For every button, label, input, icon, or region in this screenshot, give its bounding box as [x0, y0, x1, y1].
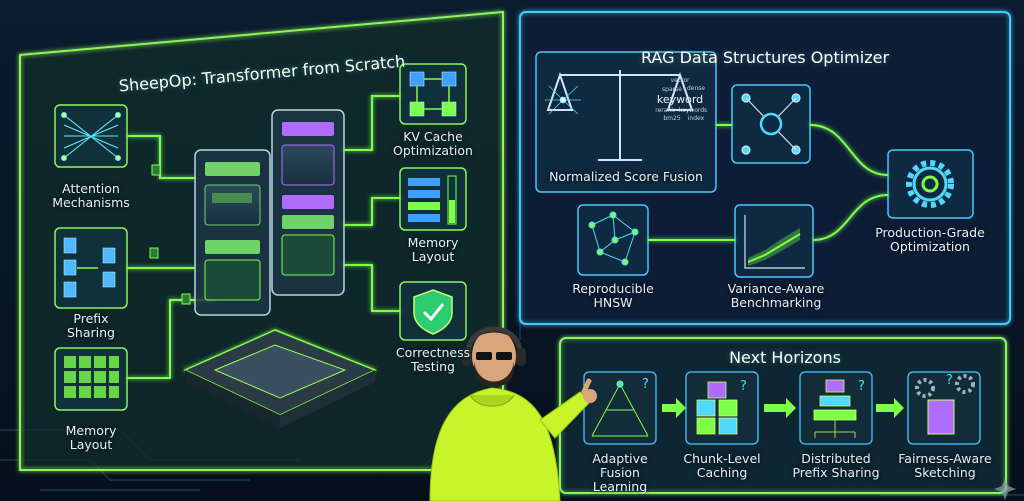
- center-to-right-connectors: [344, 95, 400, 312]
- label-memory-left: Memory Layout: [65, 423, 117, 452]
- question-icon: ?: [858, 379, 865, 394]
- svg-text:keywords: keywords: [679, 107, 707, 114]
- connector-doc-icons: [149, 164, 191, 305]
- right-connectors: [648, 124, 889, 241]
- label-distributed: Distributed Prefix Sharing: [792, 451, 880, 480]
- svg-text:rerank: rerank: [655, 107, 675, 114]
- label-fairness: Fairness-Aware Sketching: [898, 451, 992, 480]
- shield-check-icon: [413, 289, 453, 335]
- attention-box: [54, 104, 128, 168]
- gear-icon: [906, 160, 954, 208]
- gear-icon: [915, 374, 975, 398]
- next-connectors: [662, 398, 904, 418]
- benchmarking-box: [734, 204, 814, 278]
- scale-icon: [546, 70, 694, 161]
- distributed-box: ?: [799, 371, 873, 445]
- label-score-fusion: Normalized Score Fusion: [549, 169, 703, 184]
- radial-embedding: [545, 85, 581, 115]
- question-icon: ?: [642, 377, 649, 392]
- memory-right-box: [399, 167, 467, 231]
- memory-bars-icon: [408, 175, 457, 225]
- label-attention: Attention Mechanisms: [52, 181, 130, 210]
- label-benchmarking: Variance-Aware Benchmarking: [727, 281, 825, 310]
- sparkle-icon: [994, 478, 1016, 500]
- gear-inner: [912, 166, 948, 202]
- label-correctness: Correctness Testing: [395, 345, 471, 374]
- svg-text:vector: vector: [670, 77, 690, 84]
- kv-cubes-icon: [409, 71, 457, 117]
- svg-text:bm25: bm25: [663, 115, 680, 122]
- document-stack-icon: [63, 237, 116, 298]
- question-icon: ?: [740, 379, 747, 394]
- chunk-box: ?: [685, 371, 759, 445]
- score-fusion-box: vector dense sparse keyword rerank keywo…: [535, 51, 717, 193]
- graph-icon: [588, 211, 639, 266]
- label-chunk: Chunk-Level Caching: [683, 451, 761, 480]
- label-kv-cache: KV Cache Optimization: [393, 129, 473, 158]
- light-beams: [214, 60, 331, 360]
- production-box: [887, 149, 974, 219]
- label-memory-right: Memory Layout: [407, 235, 459, 264]
- presenter-figure: [429, 326, 597, 501]
- grid-icon: [64, 356, 119, 398]
- search-node-box: [731, 84, 811, 164]
- document-stack-icon: [813, 379, 857, 438]
- gear-hub: [921, 175, 939, 193]
- svg-text:sparse: sparse: [662, 86, 682, 93]
- fairness-box: ?: [907, 371, 981, 445]
- prefix-box: [54, 227, 128, 309]
- next-panel-title: Next Horizons: [729, 348, 841, 367]
- question-icon: ?: [946, 373, 953, 388]
- kv-cache-box: [399, 63, 467, 125]
- svg-text:dense: dense: [687, 85, 705, 92]
- network-icon: [60, 111, 122, 162]
- word-cloud: vector dense sparse keyword rerank keywo…: [655, 77, 707, 122]
- line-chart-icon: [744, 215, 805, 269]
- adaptive-box: ?: [583, 371, 657, 445]
- processor-chip: [183, 329, 377, 428]
- search-node-icon: [741, 93, 801, 155]
- svg-text:keyword: keyword: [657, 93, 703, 106]
- transformer-stack-right: [271, 109, 345, 296]
- network-icon: [591, 380, 649, 437]
- svg-text:index: index: [688, 115, 705, 122]
- transformer-stack-left: [194, 149, 271, 316]
- right-panel-title: RAG Data Structures Optimizer: [640, 48, 890, 67]
- correctness-box: [399, 281, 467, 341]
- memory-left-box: [54, 347, 128, 411]
- label-hnsw: Reproducible HNSW: [572, 281, 654, 310]
- kv-cubes-icon: [696, 381, 738, 435]
- label-prefix: Prefix Sharing: [67, 311, 115, 340]
- label-adaptive: Adaptive Fusion Learning: [592, 451, 648, 494]
- label-production: Production-Grade Optimization: [875, 225, 985, 254]
- left-connectors: [127, 135, 215, 379]
- sketch-cube: [927, 399, 955, 435]
- hnsw-box: [577, 204, 649, 276]
